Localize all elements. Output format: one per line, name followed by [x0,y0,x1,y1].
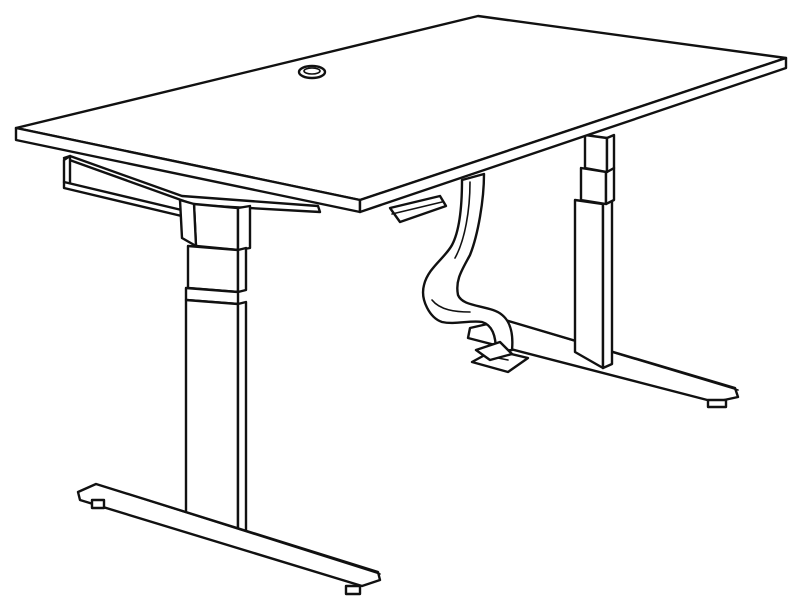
back-column-upper [583,133,609,174]
back-leg [466,133,740,409]
back-column-lower [573,198,605,370]
cable-spine-body [421,172,514,354]
front-foot-glide-right [344,584,362,596]
tabletop [14,14,788,214]
back-foot-glide [706,398,728,409]
front-foot-glide-left [90,498,106,510]
front-column-upper [186,244,240,294]
control-box [388,194,448,224]
front-leg-bracket [192,202,240,252]
front-column-lower [184,298,240,538]
front-leg [76,198,382,596]
back-column-middle [579,166,608,206]
tabletop-right-edge [358,56,788,214]
cable-spine [421,172,530,374]
